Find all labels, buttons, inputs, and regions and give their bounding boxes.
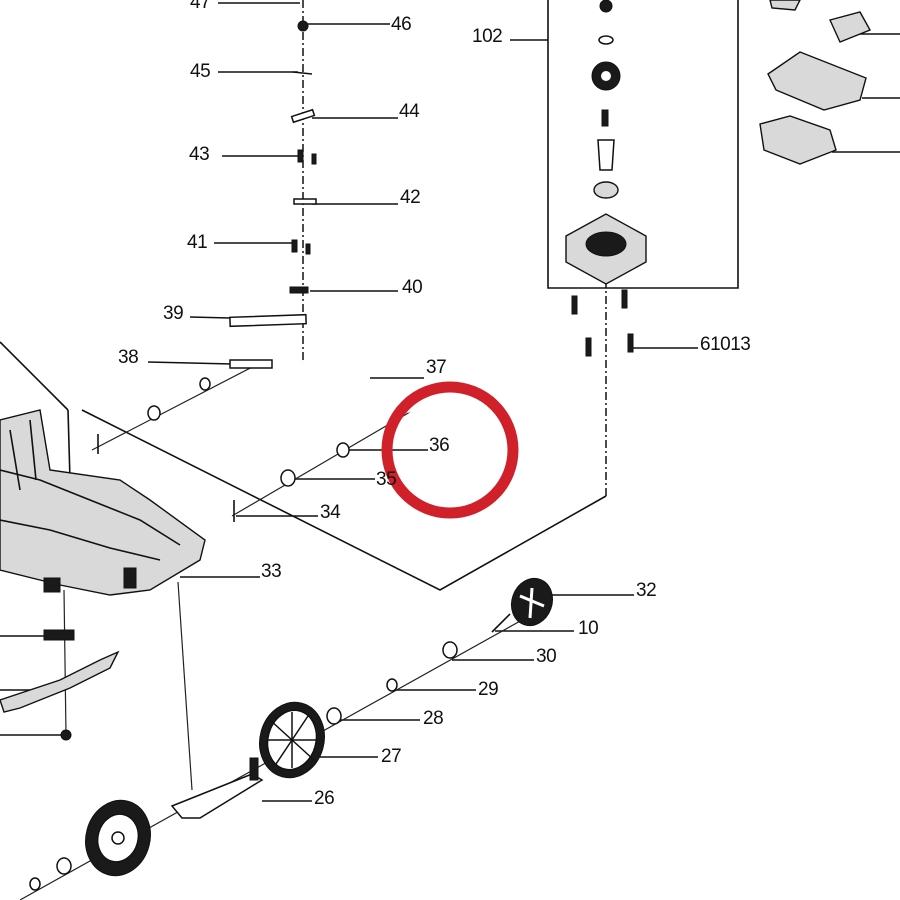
mower-deck <box>0 409 206 741</box>
part-label-27: 27 <box>381 746 401 767</box>
part-label-32: 32 <box>636 580 656 601</box>
part-labels: 47 46 45 44 43 42 41 40 39 38 37 36 35 3… <box>118 0 751 809</box>
part-label-29: 29 <box>478 679 498 700</box>
leader-lines <box>0 2 900 802</box>
part-label-35: 35 <box>376 469 396 490</box>
part-label-33: 33 <box>261 561 281 582</box>
motor-assembly <box>565 0 647 357</box>
part-label-102: 102 <box>472 26 502 47</box>
part-label-46: 46 <box>391 14 411 35</box>
part-label-47: 47 <box>190 0 210 13</box>
part-label-44: 44 <box>399 101 420 122</box>
part-label-34: 34 <box>320 502 341 523</box>
part-label-40: 40 <box>402 277 422 298</box>
wheel-parts <box>85 577 554 877</box>
part-label-38: 38 <box>118 347 138 368</box>
handle-fasteners <box>229 20 412 414</box>
part-label-45: 45 <box>190 61 210 82</box>
part-label-26: 26 <box>314 788 334 809</box>
part-label-37: 37 <box>426 357 446 378</box>
part-label-28: 28 <box>423 708 443 729</box>
washers-nuts <box>29 377 458 891</box>
part-label-10: 10 <box>578 618 598 639</box>
part-label-43: 43 <box>189 144 209 165</box>
part-label-36: 36 <box>429 435 449 456</box>
part-label-61013: 61013 <box>700 334 750 355</box>
part-label-41: 41 <box>187 232 207 253</box>
assembly-axes <box>0 0 739 900</box>
part-label-30: 30 <box>536 646 556 667</box>
highlight-circle <box>381 381 519 519</box>
upper-right-parts <box>759 0 871 165</box>
part-label-42: 42 <box>400 187 420 208</box>
part-label-39: 39 <box>163 303 183 324</box>
